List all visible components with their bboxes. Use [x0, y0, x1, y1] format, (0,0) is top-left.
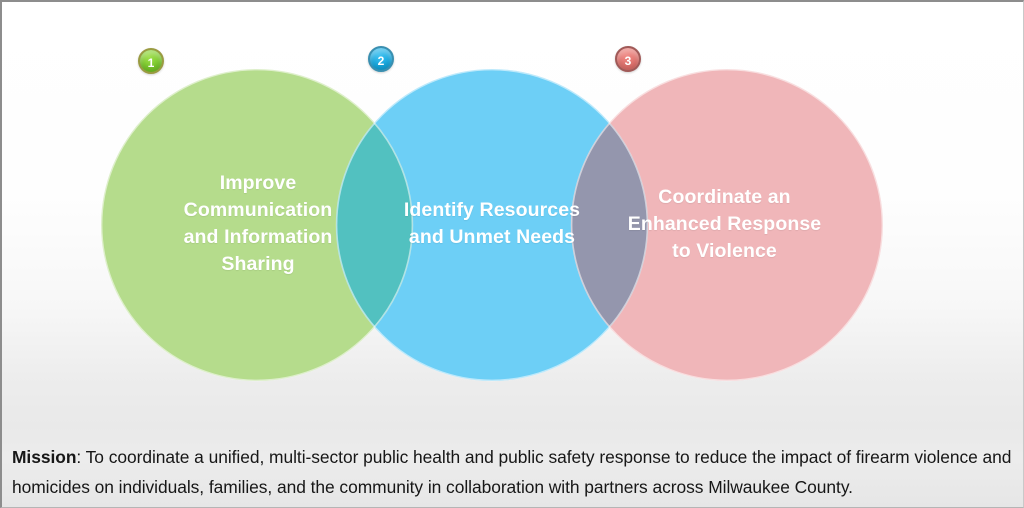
circle-pink [571, 69, 883, 381]
diagram-canvas: Improve Communication and Information Sh… [2, 2, 1023, 426]
badge-number-1: 1 [138, 48, 164, 74]
mission-statement: Mission: To coordinate a unified, multi-… [12, 442, 1016, 502]
circle-green-rim [100, 68, 414, 382]
circle-blue [336, 69, 648, 381]
badge-number-2: 2 [368, 46, 394, 72]
venn-circles-graphic [100, 68, 884, 382]
circle-blue-rim [335, 68, 649, 382]
mission-separator: : [76, 447, 86, 467]
circle-green [101, 69, 413, 381]
mission-label: Mission [12, 447, 77, 467]
circle-pink-rim [570, 68, 884, 382]
badge-number-3: 3 [615, 46, 641, 72]
mission-statement-band: Mission: To coordinate a unified, multi-… [2, 426, 1023, 507]
mission-body: To coordinate a unified, multi-sector pu… [12, 447, 1012, 497]
